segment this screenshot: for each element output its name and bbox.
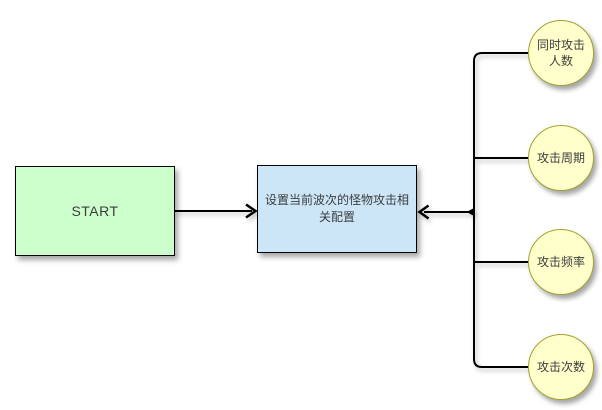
attribute-node-attack-frequency: 攻击频率: [528, 229, 594, 295]
start-node: START: [15, 166, 175, 256]
attribute-node-label: 攻击频率: [536, 254, 585, 269]
attribute-node-label: 同时攻击人数: [536, 37, 585, 68]
attribute-node-attack-period: 攻击周期: [528, 125, 594, 191]
attribute-node-label: 攻击周期: [536, 150, 585, 165]
arrowhead-left-icon: [417, 204, 430, 220]
config-node-label: 设置当前波次的怪物攻击相关配置: [264, 192, 409, 224]
attribute-node-attack-count: 攻击次数: [528, 334, 594, 400]
config-node: 设置当前波次的怪物攻击相关配置: [257, 165, 417, 253]
arrowhead-right-icon: [245, 203, 258, 219]
start-node-label: START: [71, 203, 119, 219]
edge-attributes-trunk: [473, 52, 528, 368]
attribute-node-simultaneous-attackers: 同时攻击人数: [528, 20, 594, 86]
junction-nub-icon: [466, 207, 475, 217]
attribute-node-label: 攻击次数: [536, 359, 585, 374]
